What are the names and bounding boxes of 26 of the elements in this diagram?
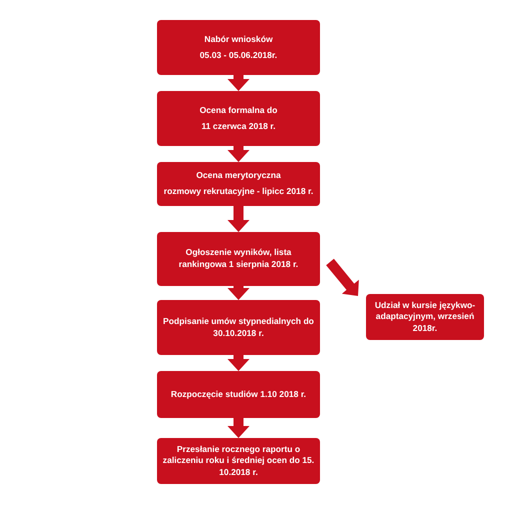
- step-text: Podpisanie umów stypnedialnych do 30.10.2018 r.: [162, 316, 315, 340]
- block-arrow: [228, 355, 250, 371]
- step-text: 05.03 - 05.06.2018r.: [200, 50, 278, 62]
- step-text: Ogłoszenie wyników, lista rankingowa 1 sierpnia 2018 r.: [178, 247, 300, 271]
- block-arrow: [228, 286, 250, 300]
- step-text: 11 czerwca 2018 r.: [201, 120, 276, 132]
- process-box: [366, 294, 484, 340]
- step-text: Nabór wniosków: [204, 34, 273, 46]
- step-text: Rozpoczęcie studiów 1.10 2018 r.: [170, 388, 306, 400]
- process-box: [157, 162, 320, 206]
- process-box: [157, 20, 320, 75]
- step-text: Udział w kursie językwo-adaptacyjnym, wrzesień 2018r.: [374, 300, 476, 334]
- step-text: Ocena formalna do: [200, 104, 278, 116]
- block-arrow: [228, 418, 250, 438]
- process-box: [157, 371, 320, 418]
- process-box: [157, 232, 320, 286]
- step-text: Przesłanie rocznego raportu o zaliczeniu roku i średniej ocen do 15. 10.2018 r.: [162, 444, 315, 478]
- step-text: Ocena merytoryczna: [196, 170, 281, 182]
- step-text: rozmowy rekrutacyjne - lipicc 2018 r.: [164, 186, 314, 198]
- block-arrow: [326, 258, 359, 296]
- block-arrow: [228, 206, 250, 232]
- process-box: [157, 438, 320, 484]
- block-arrow: [228, 75, 250, 91]
- process-box: [157, 300, 320, 355]
- block-arrow: [228, 146, 250, 162]
- process-box: [157, 91, 320, 146]
